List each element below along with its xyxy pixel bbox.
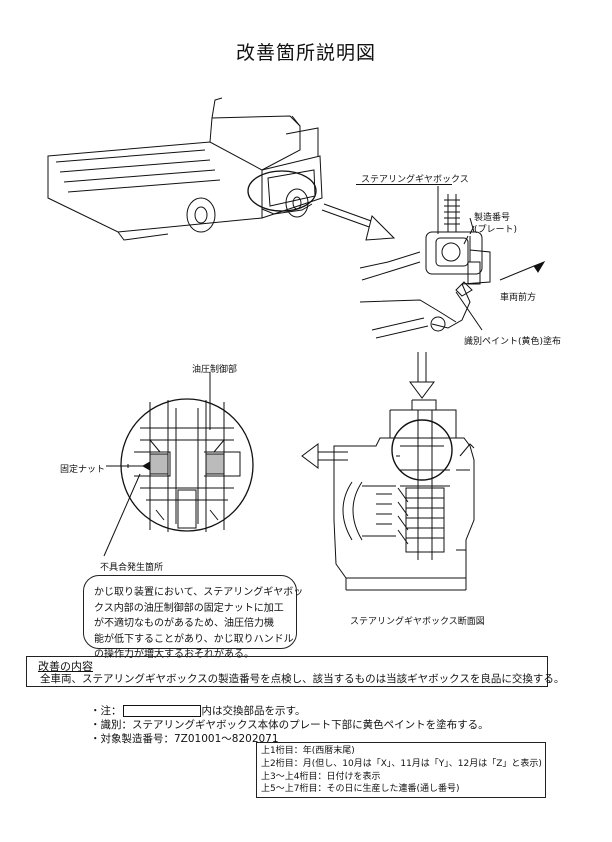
gearbox-label-underline (356, 184, 452, 185)
truck-illustration (47, 97, 323, 241)
note-replacement: ・注： 内は交換部品を示す。 (90, 703, 305, 718)
defect-description-callout: かじ取り装置において、ステアリングギヤボッ クス内部の油圧制御部の固定ナットに加… (83, 575, 304, 660)
improvement-body: 全車両、ステアリングギヤボックスの製造番号を点検し、該当するものは当該ギヤボック… (40, 673, 565, 685)
replacement-part-box (122, 705, 201, 717)
gearbox-assembly (359, 194, 491, 339)
legend-line: 上3～上4桁目：日付けを表示 (261, 771, 381, 782)
improvement-heading: 改善の内容 (38, 660, 93, 673)
vehicle-front-arrow (499, 265, 535, 281)
serial-digit-legend: 上1桁目：年(西暦末尾) 上2桁目：月(但し、10月は「X」、11月は「Y」、1… (256, 742, 546, 798)
lock-nut-label: 固定ナット (60, 465, 106, 475)
note-serial-range: ・対象製造番号：7Z01001～8202071 (90, 733, 279, 745)
note-prefix: ・注： (90, 705, 122, 717)
note-identification: ・識別：ステアリングギヤボックス本体のプレート下部に黄色ペイントを塗布する。 (90, 719, 489, 731)
cross-section-label: ステアリングギヤボックス断面図 (350, 617, 485, 627)
improvement-box (26, 656, 548, 687)
serial-plate-label-2: (プレート) (474, 225, 518, 235)
hydraulic-control-label: 油圧制御部 (192, 365, 238, 375)
arrow-down (409, 352, 435, 399)
vehicle-front-label: 車両前方 (500, 293, 537, 303)
gearbox-label: ステアリングギヤボックス (361, 175, 469, 185)
cross-section-drawing (333, 399, 475, 591)
id-paint-label: 識別ペイント(黄色)塗布 (464, 337, 562, 347)
page-title: 改善箇所説明図 (235, 42, 376, 64)
serial-plate-label-1: 製造番号 (474, 213, 511, 223)
note-suffix: 内は交換部品を示す。 (201, 705, 306, 717)
defect-location-label: 不具合発生箇所 (100, 563, 164, 573)
arrow-to-gearbox (321, 203, 396, 241)
callout-line: 能が低下することがあり、かじ取りハンドル (94, 633, 294, 645)
legend-line: 上5～上7桁目：その日に生産した連番(通し番号) (261, 784, 460, 795)
callout-line: かじ取り装置において、ステアリングギヤボッ (94, 587, 304, 598)
callout-line: が不適切なものがあるため、油圧倍力機 (94, 618, 274, 629)
arrow-left (301, 443, 348, 469)
legend-line: 上2桁目：月(但し、10月は「X」、11月は「Y」、12月は「Z」と表示) (261, 758, 542, 769)
legend-line: 上1桁目：年(西暦末尾) (261, 746, 355, 756)
callout-line: クス内部の油圧制御部の固定ナットに加工 (94, 602, 284, 614)
callout-line: の操作力が増大するおそれがある。 (94, 649, 254, 660)
